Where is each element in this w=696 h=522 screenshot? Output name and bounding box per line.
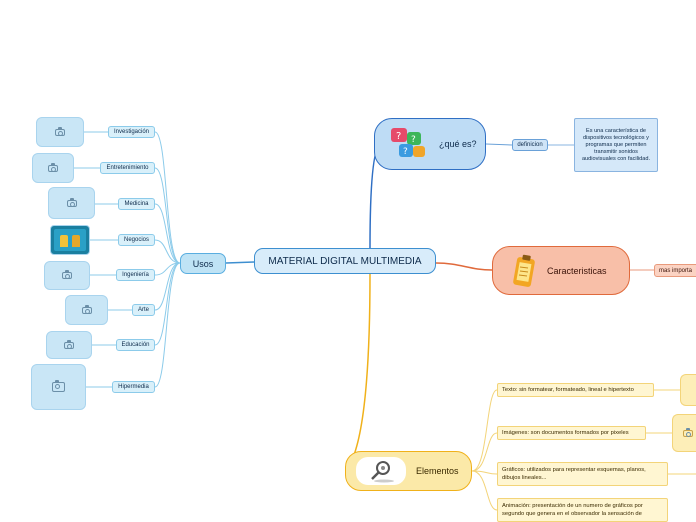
question-bubbles-icon: ? ? ? [391, 128, 425, 157]
medicina-image[interactable] [48, 187, 95, 219]
elemento-texto[interactable]: Texto: sin formatear, formateado, lineal… [497, 383, 654, 397]
usos-item-label: Educación [121, 342, 150, 348]
usos-item-negocios[interactable]: Negocios [118, 234, 155, 246]
usos-item-medicina[interactable]: Medicina [118, 198, 155, 210]
entretenimiento-image[interactable] [32, 153, 74, 183]
usos-item-hipermedia[interactable]: Hipermedia [112, 381, 155, 393]
usos-item-ingenieria[interactable]: Ingeniería [116, 269, 155, 281]
svg-text:?: ? [411, 135, 416, 145]
camera-placeholder-icon [81, 304, 92, 314]
elementos-topic[interactable]: Elementos [345, 451, 472, 491]
usos-item-arte[interactable]: Arte [132, 304, 155, 316]
central-topic-label: MATERIAL DIGITAL MULTIMEDIA [268, 255, 422, 267]
camera-placeholder-icon [62, 270, 72, 279]
definition-text: Es una característica de dispositivos te… [581, 127, 651, 162]
camera-placeholder-icon [48, 162, 58, 172]
usos-item-label: Arte [137, 307, 149, 313]
investigacion-image[interactable] [36, 117, 84, 147]
usos-topic[interactable]: Usos [180, 253, 226, 274]
camera-placeholder-icon [55, 126, 65, 136]
svg-text:?: ? [396, 131, 401, 142]
camera-placeholder-icon [66, 197, 77, 207]
camera-placeholder-icon [52, 380, 65, 392]
camera-placeholder-icon [64, 339, 74, 349]
elemento-animacion-label: Animación: presentación de un numero de … [502, 503, 643, 517]
elemento-texto-label: Texto: sin formatear, formateado, lineal… [502, 387, 634, 393]
definition-text-node[interactable]: Es una característica de dispositivos te… [574, 118, 658, 172]
usos-item-label: Entretenimiento [106, 165, 149, 171]
imagenes-image[interactable] [672, 414, 696, 452]
texto-image[interactable] [680, 374, 696, 406]
elemento-animacion[interactable]: Animación: presentación de un numero de … [497, 498, 668, 522]
central-topic[interactable]: MATERIAL DIGITAL MULTIMEDIA [254, 248, 436, 274]
caracteristicas-label: Caracteristicas [547, 265, 607, 276]
mas-importa-node[interactable]: mas importa [654, 264, 696, 277]
usos-item-label: Medicina [124, 201, 149, 207]
usos-item-label: Hipermedia [118, 384, 149, 390]
usos-item-entretenimiento[interactable]: Entretenimiento [100, 162, 155, 174]
usos-item-label: Investigación [113, 129, 150, 135]
hipermedia-image[interactable] [31, 364, 86, 410]
usos-item-label: Negocios [123, 237, 149, 243]
usos-label: Usos [192, 258, 214, 269]
arte-image[interactable] [65, 295, 108, 325]
elemento-imagenes-label: Imágenes: son documentos formados por pi… [502, 430, 629, 436]
que-es-label: ¿qué es? [439, 139, 477, 149]
que-es-topic[interactable]: ? ? ? ¿qué es? [374, 118, 486, 170]
usos-item-educacion[interactable]: Educación [116, 339, 155, 351]
camera-placeholder-icon [682, 427, 693, 437]
elemento-imagenes[interactable]: Imágenes: son documentos formados por pi… [497, 426, 646, 440]
elemento-graficos-label: Gráficos: utilizados para representar es… [502, 467, 646, 481]
usos-item-label: Ingeniería [122, 272, 149, 278]
elementos-label: Elementos [416, 466, 459, 476]
svg-text:?: ? [403, 147, 408, 157]
caracteristicas-topic[interactable]: Caracteristicas [492, 246, 630, 295]
usos-item-investigacion[interactable]: Investigación [108, 126, 155, 138]
magnifier-person-icon [356, 457, 406, 485]
elemento-graficos[interactable]: Gráficos: utilizados para representar es… [497, 462, 668, 486]
negocios-image[interactable] [50, 225, 90, 255]
definicion-node[interactable]: definicion [512, 139, 548, 151]
mas-importa-label: mas importa [659, 267, 693, 274]
definicion-label: definicion [517, 142, 543, 148]
business-people-icon [54, 229, 86, 251]
ingenieria-image[interactable] [44, 261, 90, 290]
educacion-image[interactable] [46, 331, 92, 359]
notepad-icon [513, 254, 535, 287]
